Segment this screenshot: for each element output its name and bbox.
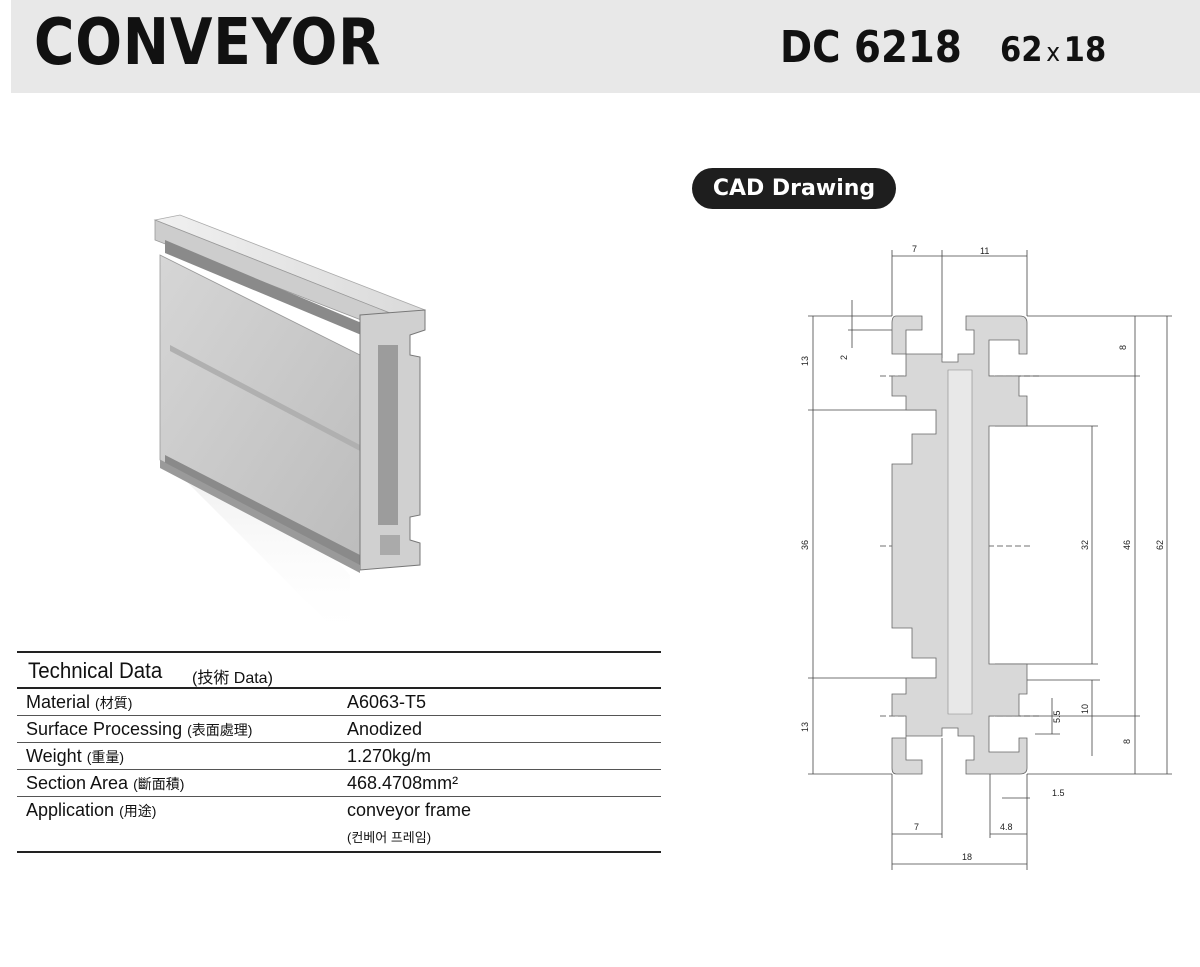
dim-bot-18: 18 xyxy=(962,852,972,862)
table-row: Surface Processing (表面處理) Anodized xyxy=(17,716,661,743)
dim-right-46: 46 xyxy=(1122,540,1132,550)
technical-data-subtitle: (技術 Data) xyxy=(192,670,273,687)
dim-bot-7: 7 xyxy=(914,822,919,832)
size-a: 62 xyxy=(1000,30,1043,70)
dim-left-mid: 36 xyxy=(800,540,810,550)
size-x: x xyxy=(1046,38,1061,68)
dim-bot-4-8: 4.8 xyxy=(1000,822,1013,832)
table-row: Weight (重量) 1.270kg/m xyxy=(17,743,661,770)
page-title: CONVEYOR xyxy=(34,6,382,80)
row-label-cn: (表面處理) xyxy=(187,722,253,738)
technical-data-header: Technical Data (技術 Data) xyxy=(17,651,661,689)
row-label-cn: (用途) xyxy=(119,803,157,819)
row-label-cn: (斷面積) xyxy=(133,776,185,792)
row-label: Weight xyxy=(26,746,82,766)
row-value: conveyor frame xyxy=(347,800,472,820)
row-label: Section Area xyxy=(26,773,129,793)
dim-top-right: 11 xyxy=(980,246,989,256)
dim-left-top: 13 xyxy=(800,356,810,366)
technical-data-table: Technical Data (技術 Data) Material (材質) A… xyxy=(17,651,661,853)
dim-right-62: 62 xyxy=(1155,540,1165,550)
technical-data-title: Technical Data xyxy=(28,658,163,683)
dim-right-8-top: 8 xyxy=(1118,345,1128,350)
cad-drawing-label: CAD Drawing xyxy=(692,168,896,209)
dim-bot-1-5: 1.5 xyxy=(1052,788,1065,798)
size-b: 18 xyxy=(1063,30,1107,70)
model-number: DC 6218 xyxy=(780,22,962,73)
table-row: Material (材質) A6063-T5 xyxy=(17,689,661,716)
header-bar xyxy=(11,0,1200,93)
profile-3d-image xyxy=(153,214,427,645)
dim-right-32: 32 xyxy=(1080,540,1090,550)
dim-top-left: 7 xyxy=(912,244,917,254)
dim-notch: 2 xyxy=(839,355,849,360)
dim-right-10: 10 xyxy=(1080,704,1090,714)
table-row: Application (用途) conveyor frame (컨베어 프레임… xyxy=(17,797,661,851)
dim-right-5-5: 5.5 xyxy=(1052,710,1062,723)
row-note: (컨베어 프레임) xyxy=(347,830,432,845)
row-value: 1.270kg/m xyxy=(347,746,432,766)
row-label-cn: (材質) xyxy=(95,695,133,711)
row-label: Surface Processing xyxy=(26,719,183,739)
dim-right-8-bot: 8 xyxy=(1122,739,1132,744)
row-value: A6063-T5 xyxy=(347,692,427,712)
row-value: Anodized xyxy=(347,719,423,739)
row-value: 468.4708mm² xyxy=(347,773,459,793)
dim-left-bot: 13 xyxy=(800,722,810,732)
row-label: Application xyxy=(26,800,115,820)
row-label: Material xyxy=(26,692,91,712)
table-row: Section Area (斷面積) 468.4708mm² xyxy=(17,770,661,797)
row-label-cn: (重量) xyxy=(86,749,125,765)
cad-drawing: 7 11 13 36 13 2 8 32 46 62 10 5.5 8 1.5 … xyxy=(800,244,1172,870)
